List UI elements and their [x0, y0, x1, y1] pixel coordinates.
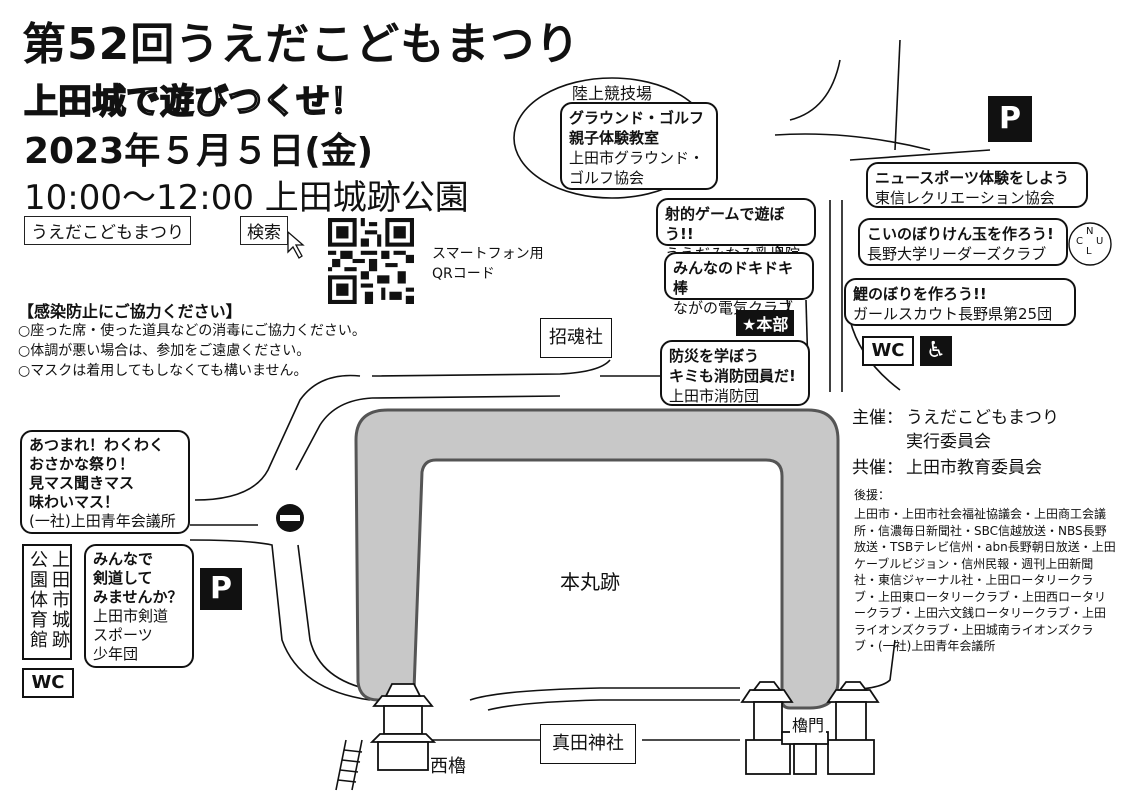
cursor-icon: [287, 230, 305, 259]
event-title-line: みませんか？: [93, 588, 183, 606]
event-fish-festival[interactable]: あつまれ！わくわく おさかな祭り！ 見マス聞きマス 味わいマス！ (一社)上田青…: [20, 430, 190, 534]
notice-line: ○座った席・使った道具などの消毒にご協力ください。: [18, 323, 366, 339]
qr-label-line-1: スマートフォン用: [432, 246, 544, 262]
stadium-label: 陸上競技場: [572, 84, 653, 103]
shokonsha-label: 招魂社: [540, 318, 612, 358]
event-org: (一社)上田青年会議所: [29, 512, 176, 530]
event-title-line: みんなで: [93, 550, 154, 568]
search-button[interactable]: 検索: [240, 216, 288, 245]
search-input[interactable]: うえだこどもまつり: [24, 216, 191, 245]
event-subtitle: 上田城で遊びつくせ！: [23, 81, 365, 123]
event-new-sports[interactable]: ニュースポーツ体験をしよう 東信レクリエーション協会: [866, 162, 1088, 208]
event-title-line: 親子体験教室: [569, 129, 660, 147]
support-label: 後援：: [854, 488, 891, 502]
parking-icon: P: [200, 568, 242, 610]
toilet-icon: WC: [862, 336, 914, 366]
event-title-line: 見マス聞きマス: [29, 474, 135, 492]
event-org: 上田市消防団: [669, 387, 760, 405]
honmaru-label: 本丸跡: [560, 570, 620, 594]
event-title: 第52回うえだこどもまつり: [22, 19, 581, 70]
nluc-letter: L: [1086, 246, 1092, 257]
nluc-letter: C: [1076, 236, 1083, 247]
qr-code-icon[interactable]: [326, 218, 416, 304]
event-dokidoki[interactable]: みんなのドキドキ棒 ながの電気クラブ: [664, 252, 814, 317]
headquarters-badge: ★本部: [736, 310, 795, 336]
event-shooting[interactable]: 射的ゲームで遊ぼう!! うえだみなみ乳児院: [656, 198, 816, 263]
event-title-line: 味わいマス！: [29, 493, 120, 511]
notice-line: ○マスクは着用してもしなくても構いません。: [18, 363, 308, 379]
gym-label-right: 上田市城跡: [49, 550, 70, 650]
gym-label-left: 公園体育館: [27, 550, 48, 650]
notice-line: ○体調が悪い場合は、参加をご遠慮ください。: [18, 343, 311, 359]
nluc-logo: [1068, 222, 1112, 266]
host-name: うえだこどもまつり: [906, 408, 1059, 428]
cohost-label: 共催：: [852, 458, 903, 478]
event-bousai[interactable]: 防災を学ぼう キミも消防団員だ! 上田市消防団: [660, 340, 810, 406]
nluc-letter: U: [1096, 236, 1104, 247]
stairs: [335, 739, 363, 791]
event-kendo[interactable]: みんなで 剣道して みませんか？ 上田市剣道 スポーツ 少年団: [84, 544, 194, 668]
cohost-name: 上田市教育委員会: [906, 458, 1042, 478]
event-title-line: キミも消防団員だ!: [669, 367, 796, 385]
event-title-line: おさかな祭り！: [29, 455, 135, 473]
event-org: 長野大学リーダーズクラブ: [867, 245, 1047, 263]
event-title-line: あつまれ！わくわく: [29, 436, 165, 454]
host-name-2: 実行委員会: [906, 432, 991, 452]
event-title-line: 鯉のぼりを作ろう!!: [853, 285, 987, 303]
nluc-letter: N: [1086, 226, 1094, 237]
event-koinobori[interactable]: 鯉のぼりを作ろう!! ガールスカウト長野県第25団: [844, 278, 1076, 326]
support-list: 上田市・上田市社会福祉協議会・上田商工会議所・信濃毎日新聞社・SBC信越放送・N…: [854, 507, 1116, 653]
event-time-place: 10:00〜12:00 上田城跡公園: [24, 178, 469, 218]
gate-tower-icon: [740, 681, 880, 775]
event-org: ゴルフ協会: [569, 169, 645, 187]
event-org: スポーツ: [93, 626, 153, 644]
notice-heading: 【感染防止にご協力ください】: [18, 302, 242, 321]
toilet-icon: WC: [22, 668, 74, 698]
event-title-line: 射的ゲームで遊ぼう!!: [665, 205, 785, 243]
west-tower-icon: [369, 683, 437, 771]
event-title-line: みんなのドキドキ棒: [673, 259, 794, 297]
parking-icon: P: [988, 96, 1032, 142]
host-label: 主催：: [852, 408, 903, 428]
gym-building: 上田市城跡 公園体育館: [22, 544, 72, 660]
west-tower-label: 西櫓: [430, 756, 466, 777]
event-org: 少年団: [93, 645, 139, 663]
event-ground-golf[interactable]: グラウンド・ゴルフ 親子体験教室 上田市グラウンド・ ゴルフ協会: [560, 102, 718, 190]
event-org: ガールスカウト長野県第25団: [853, 305, 1053, 323]
qr-label: スマートフォン用 QRコード: [432, 244, 544, 284]
event-org: 上田市グラウンド・: [569, 149, 705, 167]
accessible-icon: ♿: [920, 336, 952, 366]
event-title-line: こいのぼりけん玉を作ろう!: [867, 225, 1054, 243]
event-date: 2023年５月５日(金): [24, 131, 374, 172]
qr-label-line-2: QRコード: [432, 266, 495, 282]
event-title-line: ニュースポーツ体験をしよう: [875, 169, 1069, 187]
event-title-line: 剣道して: [93, 569, 153, 587]
sanada-shrine-label: 真田神社: [540, 724, 636, 764]
event-koinobori-kendama[interactable]: こいのぼりけん玉を作ろう! 長野大学リーダーズクラブ: [858, 218, 1068, 266]
event-org: 上田市剣道: [93, 607, 169, 625]
gate-label: 櫓門: [790, 712, 827, 736]
event-title-line: 防災を学ぼう: [669, 347, 760, 365]
event-org: 東信レクリエーション協会: [875, 189, 1055, 207]
moat-ring: [354, 408, 840, 710]
event-title-line: グラウンド・ゴルフ: [569, 109, 705, 127]
